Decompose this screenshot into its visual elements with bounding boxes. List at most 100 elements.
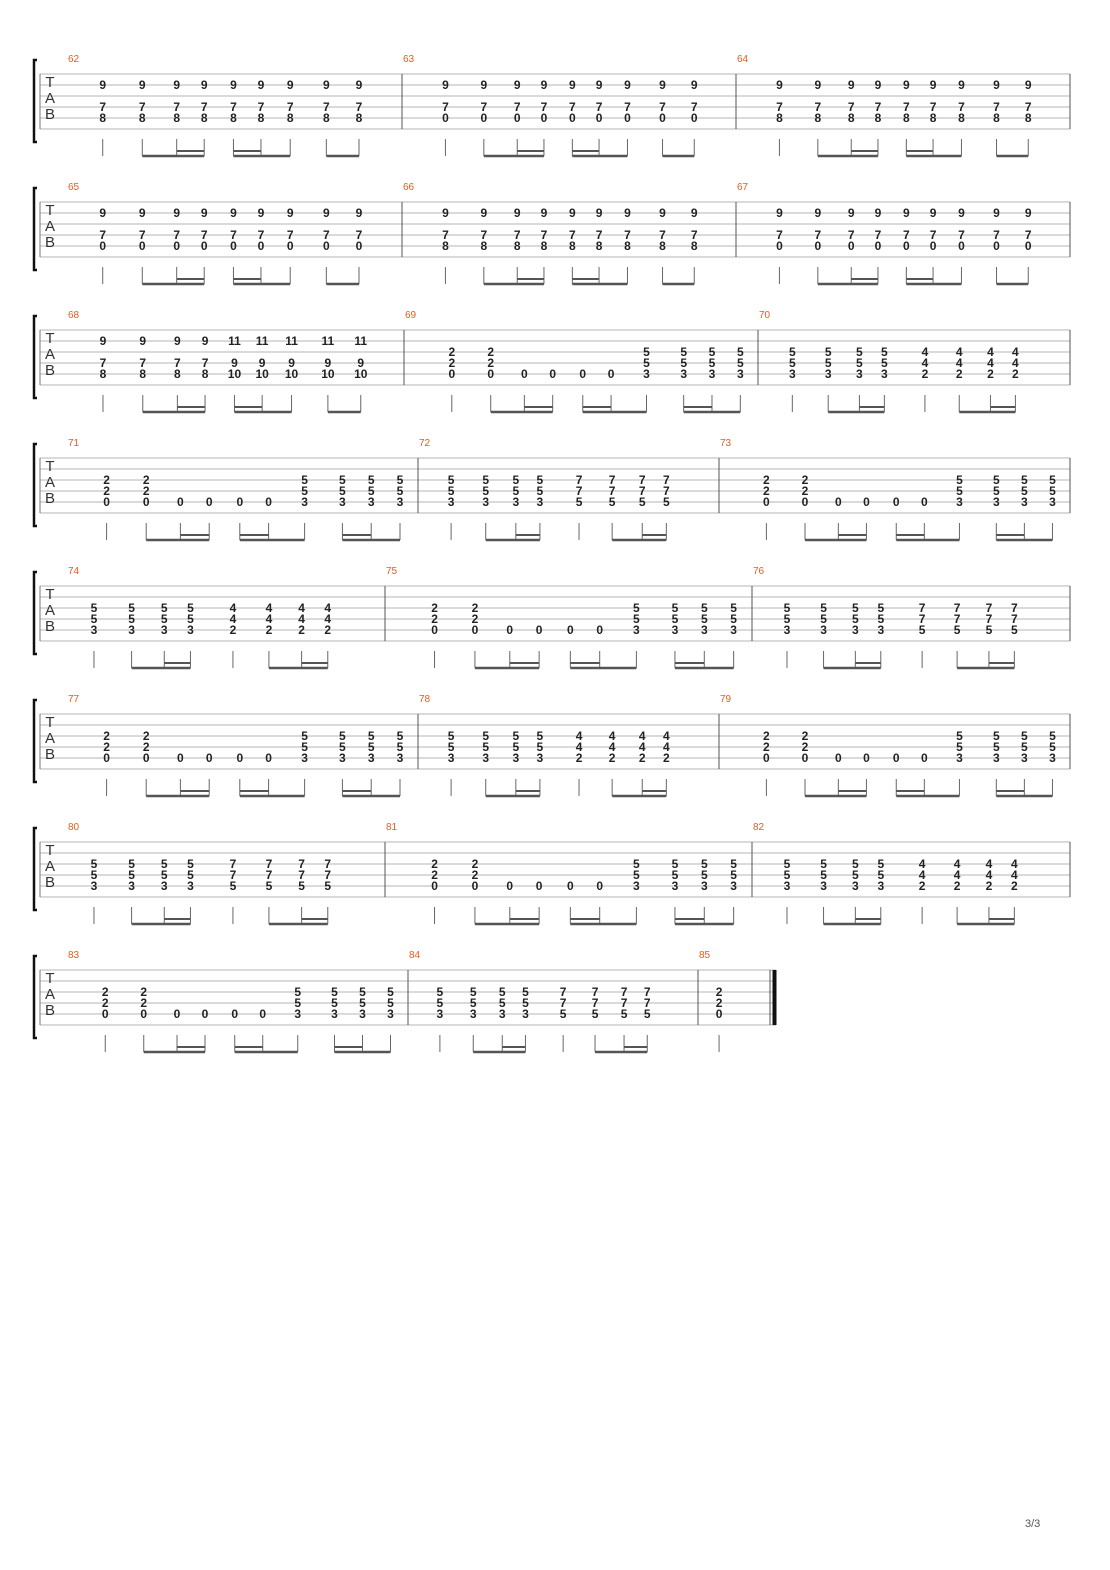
fret-number: 5 [91, 612, 98, 626]
fret-number: 3 [852, 879, 859, 893]
fret-number: 4 [663, 729, 670, 743]
fret-number: 7 [569, 228, 576, 242]
fret-number: 7 [576, 484, 583, 498]
fret-number: 0 [903, 239, 910, 253]
fret-number: 3 [1021, 495, 1028, 509]
fret-number: 0 [231, 1007, 238, 1021]
fret-number: 5 [820, 857, 827, 871]
fret-number: 9 [776, 78, 783, 92]
fret-number: 7 [663, 473, 670, 487]
fret-number: 7 [1025, 100, 1032, 114]
fret-number: 7 [814, 100, 821, 114]
fret-number: 2 [431, 612, 438, 626]
fret-number: 0 [993, 239, 1000, 253]
fret-number: 5 [643, 345, 650, 359]
fret-number: 5 [331, 996, 338, 1010]
system-bracket [32, 314, 37, 400]
tab-system: TAB6297897897897897897897897897863970970… [32, 54, 1071, 158]
fret-number: 5 [852, 857, 859, 871]
fret-number: 7 [266, 868, 273, 882]
fret-number: 5 [820, 612, 827, 626]
fret-number: 7 [173, 228, 180, 242]
fret-number: 7 [776, 228, 783, 242]
fret-number: 8 [848, 111, 855, 125]
fret-number: 5 [1049, 473, 1056, 487]
fret-number: 5 [680, 356, 687, 370]
fret-number: 5 [672, 612, 679, 626]
fret-number: 7 [541, 228, 548, 242]
fret-number: 5 [512, 740, 519, 754]
fret-number: 0 [514, 111, 521, 125]
fret-number: 0 [921, 495, 928, 509]
fret-number: 8 [776, 111, 783, 125]
fret-number: 4 [986, 857, 993, 871]
fret-number: 5 [592, 1007, 599, 1021]
fret-number: 3 [339, 495, 346, 509]
fret-number: 5 [820, 601, 827, 615]
fret-number: 5 [91, 601, 98, 615]
fret-number: 10 [321, 367, 335, 381]
fret-number: 2 [716, 996, 723, 1010]
fret-number: 2 [763, 484, 770, 498]
fret-number: 0 [140, 1007, 147, 1021]
fret-number: 0 [596, 623, 603, 637]
fret-number: 5 [789, 345, 796, 359]
fret-number: 10 [228, 367, 242, 381]
fret-number: 2 [487, 345, 494, 359]
fret-number: 9 [173, 78, 180, 92]
fret-number: 5 [701, 601, 708, 615]
fret-number: 4 [609, 740, 616, 754]
fret-number: 2 [763, 473, 770, 487]
fret-number: 7 [1011, 601, 1018, 615]
fret-number: 2 [922, 367, 929, 381]
fret-number: 9 [480, 206, 487, 220]
fret-number: 5 [877, 857, 884, 871]
fret-number: 7 [356, 100, 363, 114]
fret-number: 2 [472, 612, 479, 626]
fret-number: 7 [258, 100, 265, 114]
measure-number: 75 [386, 566, 398, 577]
fret-number: 5 [993, 473, 1000, 487]
fret-number: 5 [825, 345, 832, 359]
fret-number: 5 [881, 345, 888, 359]
fret-number: 7 [139, 356, 146, 370]
fret-number: 2 [639, 751, 646, 765]
fret-number: 9 [323, 206, 330, 220]
fret-number: 11 [354, 334, 367, 348]
fret-number: 0 [206, 495, 213, 509]
fret-number: 5 [448, 484, 455, 498]
fret-number: 2 [140, 996, 147, 1010]
fret-number: 9 [139, 334, 146, 348]
fret-number: 3 [301, 751, 308, 765]
fret-number: 5 [644, 1007, 651, 1021]
fret-number: 0 [506, 879, 513, 893]
fret-number: 0 [431, 623, 438, 637]
fret-number: 5 [633, 601, 640, 615]
tab-clef-letter: T [45, 586, 54, 603]
fret-number: 5 [187, 868, 194, 882]
fret-number: 2 [802, 740, 809, 754]
fret-number: 8 [514, 239, 521, 253]
fret-number: 0 [442, 111, 449, 125]
fret-number: 0 [143, 751, 150, 765]
fret-number: 8 [202, 367, 209, 381]
fret-number: 5 [482, 484, 489, 498]
tab-clef-letter: T [45, 970, 54, 987]
fret-number: 3 [825, 367, 832, 381]
fret-number: 7 [230, 100, 237, 114]
fret-number: 5 [339, 729, 346, 743]
fret-number: 9 [875, 78, 882, 92]
measure-number: 64 [737, 54, 749, 65]
tab-clef-letter: B [45, 234, 55, 251]
fret-number: 3 [301, 495, 308, 509]
fret-number: 0 [1025, 239, 1032, 253]
fret-number: 0 [596, 879, 603, 893]
fret-number: 0 [921, 751, 928, 765]
fret-number: 5 [1021, 729, 1028, 743]
fret-number: 3 [537, 495, 544, 509]
fret-number: 2 [472, 857, 479, 871]
fret-number: 2 [919, 879, 926, 893]
fret-number: 7 [954, 601, 961, 615]
fret-number: 5 [986, 623, 993, 637]
